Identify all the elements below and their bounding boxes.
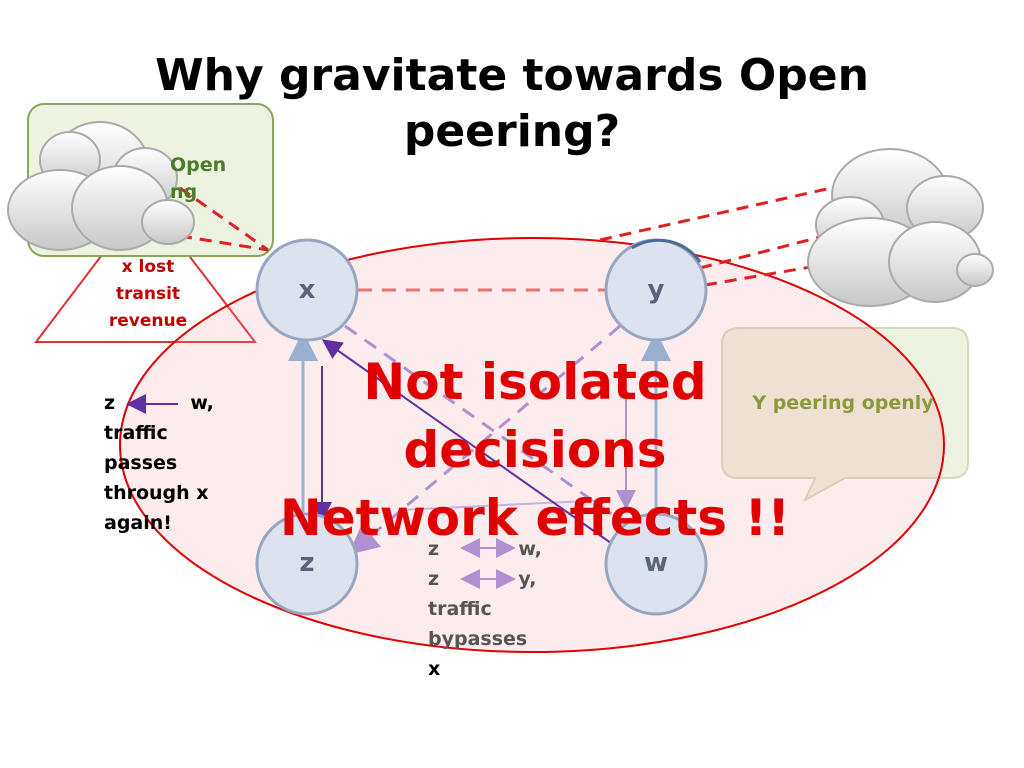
- node-w: [604, 512, 708, 616]
- lost-revenue-line-1: x lost: [121, 257, 175, 277]
- title-line-2: peering?: [403, 106, 621, 157]
- right-callout-bubble: [721, 327, 969, 503]
- left-caption-line-5: again!: [104, 512, 172, 534]
- right-bubble-text: Y peering openly: [752, 392, 934, 414]
- bottom-caption: z w, z y, traffic bypasses x: [428, 534, 558, 684]
- bottom-caption-line-1: z w,: [428, 534, 558, 564]
- bottom-caption-line-3: traffic: [428, 598, 492, 620]
- cloud-icon-left: [7, 121, 195, 251]
- left-bubble-line-2: ng: [170, 181, 198, 203]
- left-caption-line-3: passes: [104, 452, 178, 474]
- cloud-link-y-1: [599, 184, 841, 242]
- node-z: [255, 512, 359, 616]
- node-y-label: y: [647, 275, 665, 305]
- left-caption-line-4: through x: [104, 482, 209, 504]
- lost-revenue-line-3: revenue: [108, 311, 188, 331]
- bottom-caption-line-4: bypasses: [428, 628, 528, 650]
- left-bubble-text: Open ng: [170, 152, 226, 206]
- cloud-link-x-1: [179, 186, 269, 252]
- bottom-caption-z2: z: [428, 568, 440, 590]
- link-z-w: [399, 499, 609, 511]
- bottom-caption-line-5: x: [428, 658, 441, 680]
- network-effects-text: Not isolated decisions Network effects !…: [250, 348, 820, 552]
- left-bubble-line-1: Open: [170, 154, 227, 176]
- title-line-1: Why gravitate towards Open: [155, 50, 869, 101]
- cloud-icon-right: [807, 148, 994, 307]
- highlight-line-3: Network effects !!: [279, 489, 791, 547]
- lost-revenue-label: x lost transit revenue: [88, 254, 208, 335]
- bottom-caption-y: y,: [518, 568, 537, 590]
- slide-title: Why gravitate towards Open peering?: [112, 48, 912, 160]
- lost-revenue-triangle: [33, 196, 258, 343]
- highlight-line-2: decisions: [403, 421, 667, 479]
- dashed-link-x-w: [344, 324, 621, 522]
- left-caption-z: z: [104, 392, 116, 414]
- left-caption-line-2: traffic: [104, 422, 168, 444]
- node-x: [255, 238, 359, 342]
- left-caption: z w, traffic passes through x again!: [104, 388, 244, 538]
- cloud-link-x-2: [179, 234, 269, 252]
- dashed-link-y-z: [348, 324, 621, 555]
- node-y-highlight: [631, 238, 702, 263]
- link-w-to-x: [321, 339, 619, 549]
- bottom-caption-z1: z: [428, 538, 440, 560]
- node-w-label: w: [643, 548, 669, 578]
- bottom-caption-w: w,: [518, 538, 542, 560]
- node-z-label: z: [299, 548, 315, 578]
- bottom-caption-line-2: z y,: [428, 564, 558, 594]
- cloud-link-y-3: [704, 260, 841, 287]
- highlight-line-1: Not isolated: [363, 353, 707, 411]
- left-caption-w: w,: [190, 392, 214, 414]
- node-x-label: x: [298, 275, 316, 305]
- left-caption-line-1: z w,: [104, 388, 244, 418]
- lost-revenue-line-2: transit: [115, 284, 181, 304]
